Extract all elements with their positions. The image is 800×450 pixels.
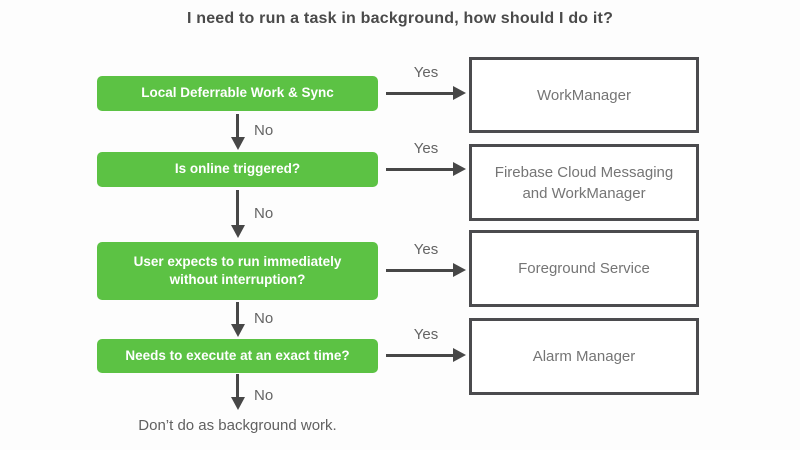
result-node-firebase-cloud-messaging: Firebase Cloud Messaging and WorkManager xyxy=(469,144,699,221)
arrow-right-icon xyxy=(386,86,466,100)
decision-node-local-deferrable-work: Local Deferrable Work & Sync xyxy=(97,76,378,111)
no-label: No xyxy=(254,310,274,327)
yes-label: Yes xyxy=(413,326,439,343)
arrow-right-icon xyxy=(386,263,466,277)
yes-label: Yes xyxy=(413,140,439,157)
no-label: No xyxy=(254,387,274,404)
decision-node-online-triggered: Is online triggered? xyxy=(97,152,378,187)
arrow-right-icon xyxy=(386,348,466,362)
arrow-down-icon xyxy=(230,190,245,238)
arrow-down-icon xyxy=(230,302,245,337)
result-node-workmanager: WorkManager xyxy=(469,57,699,133)
arrow-down-icon xyxy=(230,114,245,150)
decision-node-run-immediately: User expects to run immediately without … xyxy=(97,242,378,300)
page-title: I need to run a task in background, how … xyxy=(186,10,614,27)
decision-node-exact-time: Needs to execute at an exact time? xyxy=(97,339,378,373)
fallback-text: Don’t do as background work. xyxy=(138,417,337,434)
yes-label: Yes xyxy=(413,241,439,258)
result-node-foreground-service: Foreground Service xyxy=(469,230,699,307)
result-node-alarm-manager: Alarm Manager xyxy=(469,318,699,395)
arrow-right-icon xyxy=(386,162,466,176)
arrow-down-icon xyxy=(230,374,245,410)
no-label: No xyxy=(254,205,274,222)
yes-label: Yes xyxy=(413,64,439,81)
no-label: No xyxy=(254,122,274,139)
